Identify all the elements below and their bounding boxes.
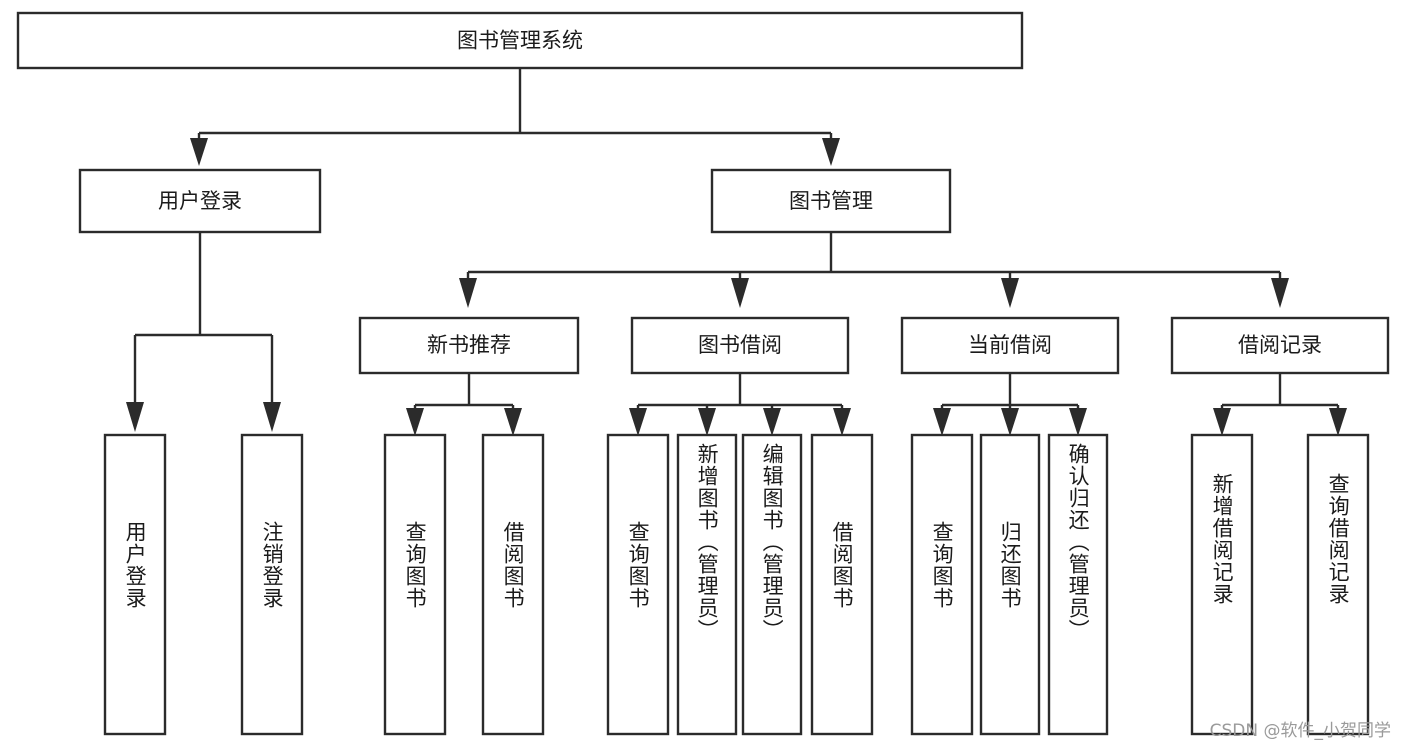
arrow-cb-leaf-3 <box>1069 408 1087 436</box>
node-current-borrow-box[interactable] <box>900 316 1120 375</box>
node-book-borrow-box[interactable] <box>630 316 850 375</box>
leaf-box-bb-4[interactable] <box>810 433 874 736</box>
node-borrow-record-label: 借阅记录 <box>1238 333 1322 357</box>
arrow-cb-leaf-2 <box>1001 408 1019 436</box>
node-new-book-recommend[interactable]: 新书推荐 <box>358 316 580 375</box>
leaf-box-nbr-2[interactable] <box>481 433 545 736</box>
leaf-box-bb-3[interactable] <box>741 433 803 736</box>
arrow-root-to-user-login <box>190 138 208 166</box>
arrow-user-login-leaf-1 <box>126 402 144 432</box>
node-user-login-label: 用户登录 <box>158 189 242 213</box>
arrow-root-to-book-manage <box>822 138 840 166</box>
leaf-box-br-2[interactable] <box>1306 433 1370 736</box>
arrow-bb-leaf-1 <box>629 408 647 436</box>
arrow-nbr-leaf-2 <box>504 408 522 436</box>
arrow-cb-leaf-1 <box>933 408 951 436</box>
arrow-user-login-leaf-2 <box>263 402 281 432</box>
node-current-borrow-label: 当前借阅 <box>968 333 1052 357</box>
leaf-box-cb-2[interactable] <box>979 433 1041 736</box>
leaf-box-bb-2[interactable] <box>676 433 738 736</box>
leaf-box-cb-1[interactable] <box>910 433 974 736</box>
leaf-box-user-login-2[interactable] <box>240 433 304 736</box>
arrow-bb-leaf-4 <box>833 408 851 436</box>
node-book-management-label: 图书管理 <box>789 189 873 213</box>
arrow-bm-to-book-borrow <box>731 278 749 308</box>
arrow-bm-to-current-borrow <box>1001 278 1019 308</box>
node-new-book-recommend-box[interactable] <box>358 316 580 375</box>
node-current-borrow[interactable]: 当前借阅 <box>900 316 1120 375</box>
leaf-box-bb-1[interactable] <box>606 433 670 736</box>
node-user-login[interactable]: 用户登录 <box>78 168 322 234</box>
leaf-box-cb-3[interactable] <box>1047 433 1109 736</box>
node-root-box[interactable] <box>16 11 1024 70</box>
arrow-bm-to-new-book <box>459 278 477 308</box>
leaf-box-user-login-1[interactable] <box>103 433 167 736</box>
arrow-nbr-leaf-1 <box>406 408 424 436</box>
leaf-box-nbr-1[interactable] <box>383 433 447 736</box>
node-book-borrow[interactable]: 图书借阅 <box>630 316 850 375</box>
node-book-management-box[interactable] <box>710 168 952 234</box>
arrow-br-leaf-1 <box>1213 408 1231 436</box>
leaf-box-br-1[interactable] <box>1190 433 1254 736</box>
arrow-bm-to-borrow-record <box>1271 278 1289 308</box>
node-borrow-record-box[interactable] <box>1170 316 1390 375</box>
node-book-borrow-label: 图书借阅 <box>698 333 782 357</box>
node-root[interactable]: 图书管理系统 <box>16 11 1024 70</box>
node-root-label: 图书管理系统 <box>457 29 583 53</box>
arrow-bb-leaf-3 <box>763 408 781 436</box>
csdn-watermark: CSDN @软件_小贺同学 <box>1209 721 1391 741</box>
node-book-management[interactable]: 图书管理 <box>710 168 952 234</box>
arrow-br-leaf-2 <box>1329 408 1347 436</box>
node-new-book-recommend-label: 新书推荐 <box>427 333 511 357</box>
node-borrow-record[interactable]: 借阅记录 <box>1170 316 1390 375</box>
arrow-bb-leaf-2 <box>698 408 716 436</box>
